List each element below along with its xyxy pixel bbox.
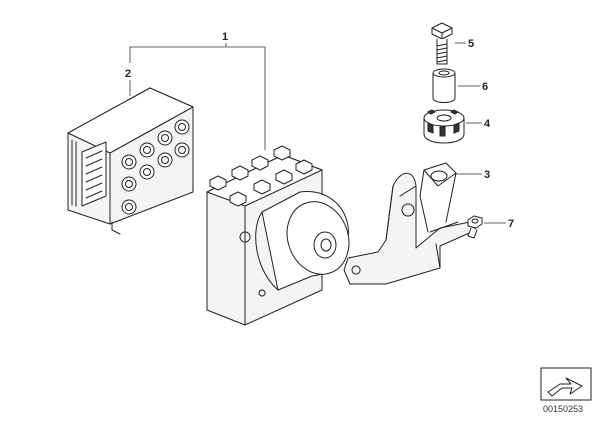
valve-ports [121, 119, 190, 215]
callout-4: 4 [484, 118, 491, 130]
port-bolts [209, 145, 313, 207]
part-hydraulic-unit[interactable] [206, 145, 359, 326]
leader-lines [129, 42, 506, 224]
part-bolt[interactable] [431, 22, 453, 65]
part-bracket[interactable] [343, 162, 477, 285]
callout-2: 2 [125, 68, 131, 80]
callout-3: 3 [484, 169, 490, 181]
callout-6: 6 [482, 81, 488, 93]
callout-7: 7 [508, 218, 514, 230]
callout-5: 5 [468, 38, 474, 50]
arrow-orientation-icon [547, 377, 583, 397]
orientation-box [540, 367, 592, 401]
callout-1: 1 [222, 31, 228, 43]
pump-motor [255, 191, 350, 291]
part-rubber-mount[interactable] [423, 109, 465, 144]
part-sleeve[interactable] [432, 68, 456, 103]
part-control-unit[interactable] [67, 87, 194, 235]
part-screw[interactable] [467, 215, 483, 239]
catalog-number: 00150253 [543, 404, 583, 414]
callout-labels: 1 2 3 4 5 6 7 [125, 31, 514, 230]
